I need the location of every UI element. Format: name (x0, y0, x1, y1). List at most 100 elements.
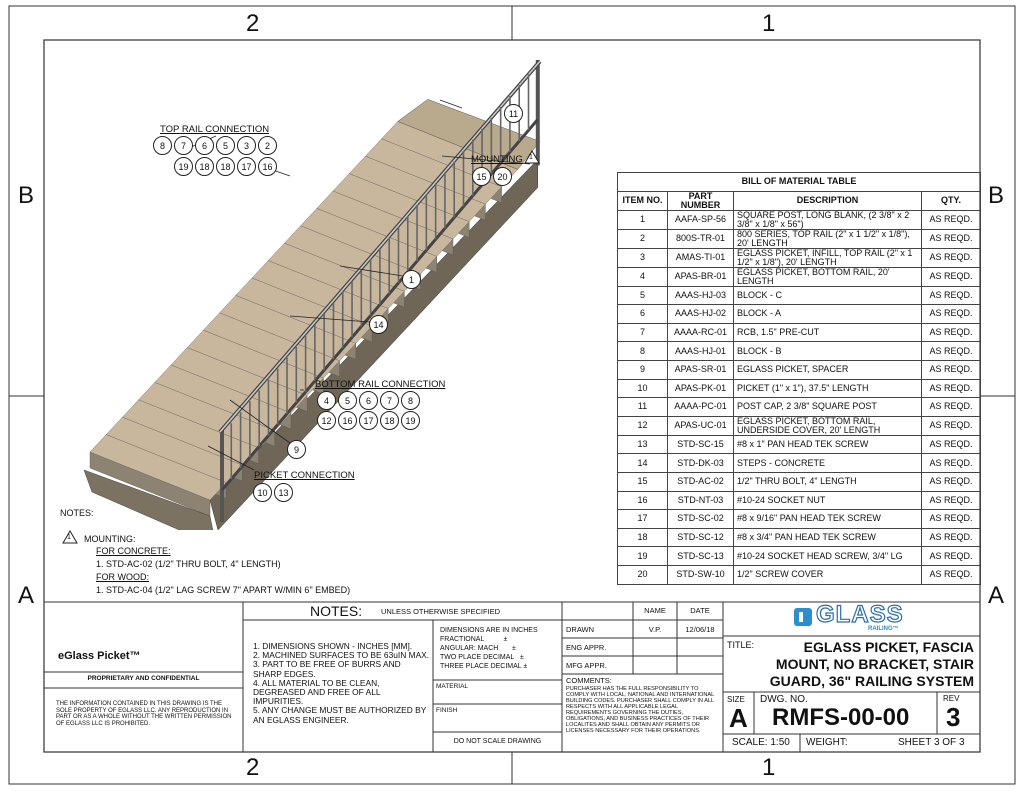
bom-qty: AS REQD. (921, 471, 981, 492)
scale-label: SCALE: 1:50 (732, 737, 790, 748)
bom-item-no: 7 (617, 322, 668, 343)
bom-item-no: 12 (617, 415, 668, 436)
dwg-no-label: DWG. NO. (760, 694, 808, 705)
company-name: eGlass Picket™ (58, 650, 141, 662)
callout-bubble-14: 14 (369, 315, 388, 334)
disclaimer-text: THE INFORMATION CONTAINED IN THIS DRAWIN… (56, 701, 232, 727)
zone-label-top-left: 2 (246, 10, 260, 37)
bom-part-number: AAAA-RC-01 (667, 322, 734, 343)
mounting-flag-number: 1 (529, 154, 533, 161)
note-concrete-item: 1. STD-AC-02 (1/2" THRU BOLT, 4" LENGTH) (96, 559, 281, 569)
bom-qty: AS REQD. (921, 434, 981, 455)
callout-bubble: 17 (237, 157, 256, 176)
picket-connection-label: PICKET CONNECTION (254, 470, 355, 481)
bom-description: BLOCK - C (733, 285, 922, 306)
zone-label-top-right: 1 (762, 10, 776, 37)
bom-qty: AS REQD. (921, 564, 981, 585)
callout-bubble: 7 (174, 136, 193, 155)
bill-of-material-table: BILL OF MATERIAL TABLE ITEM NO. PART NUM… (617, 172, 981, 585)
callout-bubble: 6 (195, 136, 214, 155)
callout-bubble: 18 (195, 157, 214, 176)
bom-qty: AS REQD. (921, 490, 981, 511)
proprietary-label: PROPRIETARY AND CONFIDENTIAL (87, 675, 200, 682)
bom-qty: AS REQD. (921, 341, 981, 361)
bottom-rail-connection-label: BOTTOM RAIL CONNECTION (315, 379, 446, 390)
bom-description: EGLASS PICKET, BOTTOM RAIL, 20' LENGTH (733, 266, 922, 287)
note-mounting: MOUNTING: (84, 534, 136, 544)
do-not-scale-label: DO NOT SCALE DRAWING (453, 738, 542, 745)
bom-part-number: STD-NT-03 (667, 490, 734, 511)
dwg-no-value: RMFS-00-00 (772, 704, 910, 731)
callout-bubble: 3 (237, 136, 256, 155)
zone-label-left-b: B (18, 182, 35, 209)
callout-bubble: 19 (174, 157, 193, 176)
bom-item-no: 10 (617, 378, 668, 399)
size-label: SIZE (727, 695, 745, 704)
callout-bubble: 7 (380, 391, 399, 410)
callout-bubble: 20 (493, 167, 512, 186)
bom-qty: AS REQD. (921, 304, 981, 324)
callout-bubble: 16 (338, 411, 357, 430)
general-notes: 1. DIMENSIONS SHOWN - INCHES [MM]. 2. MA… (253, 641, 430, 725)
callout-bubble-1: 1 (402, 270, 421, 289)
bom-description: 1/2" THRU BOLT, 4" LENGTH (733, 471, 922, 492)
callout-bubble: 18 (380, 411, 399, 430)
bom-item-no: 15 (617, 471, 668, 492)
zone-label-left-a: A (18, 582, 35, 609)
note-wood-item: 1. STD-AC-04 (1/2" LAG SCREW 7" APART W/… (96, 585, 351, 595)
bom-qty: AS REQD. (921, 378, 981, 399)
notes-title: NOTES: (60, 508, 94, 518)
callout-bubble: 12 (317, 411, 336, 430)
bom-part-number: AAAS-HJ-03 (667, 285, 734, 306)
callout-bubble: 6 (359, 391, 378, 410)
bom-qty: AS REQD. (921, 285, 981, 306)
bom-description: STEPS - CONCRETE (733, 453, 922, 473)
bom-description: 1/2" SCREW COVER (733, 564, 922, 585)
mounting-flag-icon (524, 150, 540, 164)
bom-qty: AS REQD. (921, 359, 981, 380)
callout-bubble: 17 (359, 411, 378, 430)
note-flag-icon (62, 530, 78, 544)
callout-bubble-11: 11 (504, 104, 523, 123)
comments-label: COMMENTS: (566, 676, 612, 685)
sheet-label: SHEET 3 OF 3 (898, 737, 965, 748)
rev-value: 3 (946, 702, 961, 732)
callout-bubble: 5 (216, 136, 235, 155)
title-label: TITLE: (727, 640, 755, 650)
callout-bubble: 16 (258, 157, 277, 176)
drawn-date: 12/06/18 (685, 625, 715, 634)
note-concrete-header: FOR CONCRETE: (96, 546, 171, 556)
callout-bubble: 4 (317, 391, 336, 410)
callout-bubble: 10 (253, 483, 272, 502)
note-wood-header: FOR WOOD: (96, 572, 149, 582)
callout-bubble: 2 (258, 136, 277, 155)
bom-description: EGLASS PICKET, BOTTOM RAIL, UNDERSIDE CO… (733, 415, 922, 436)
drawn-label: DRAWN (566, 625, 595, 634)
drawing-title: EGLASS PICKET, FASCIA MOUNT, NO BRACKET,… (769, 639, 974, 689)
zone-label-bottom-right: 1 (762, 754, 776, 781)
bom-qty: AS REQD. (921, 228, 981, 249)
bom-qty: AS REQD. (921, 453, 981, 473)
stair-drawing (83, 60, 542, 530)
rev-label: REV (943, 694, 960, 703)
drawn-name: V.P. (648, 625, 662, 634)
comments-body: PURCHASER HAS THE FULL RESPONSIBILITY TO… (566, 686, 715, 734)
bom-part-number: AAAS-HJ-01 (667, 341, 734, 361)
logo-text: GLASS (815, 600, 904, 628)
callout-bubble: 13 (274, 483, 293, 502)
eglass-logo-icon (794, 608, 812, 626)
bom-part-number: AAAS-HJ-02 (667, 304, 734, 324)
zone-label-right-a: A (988, 582, 1005, 609)
mounting-label: MOUNTING (471, 154, 523, 165)
